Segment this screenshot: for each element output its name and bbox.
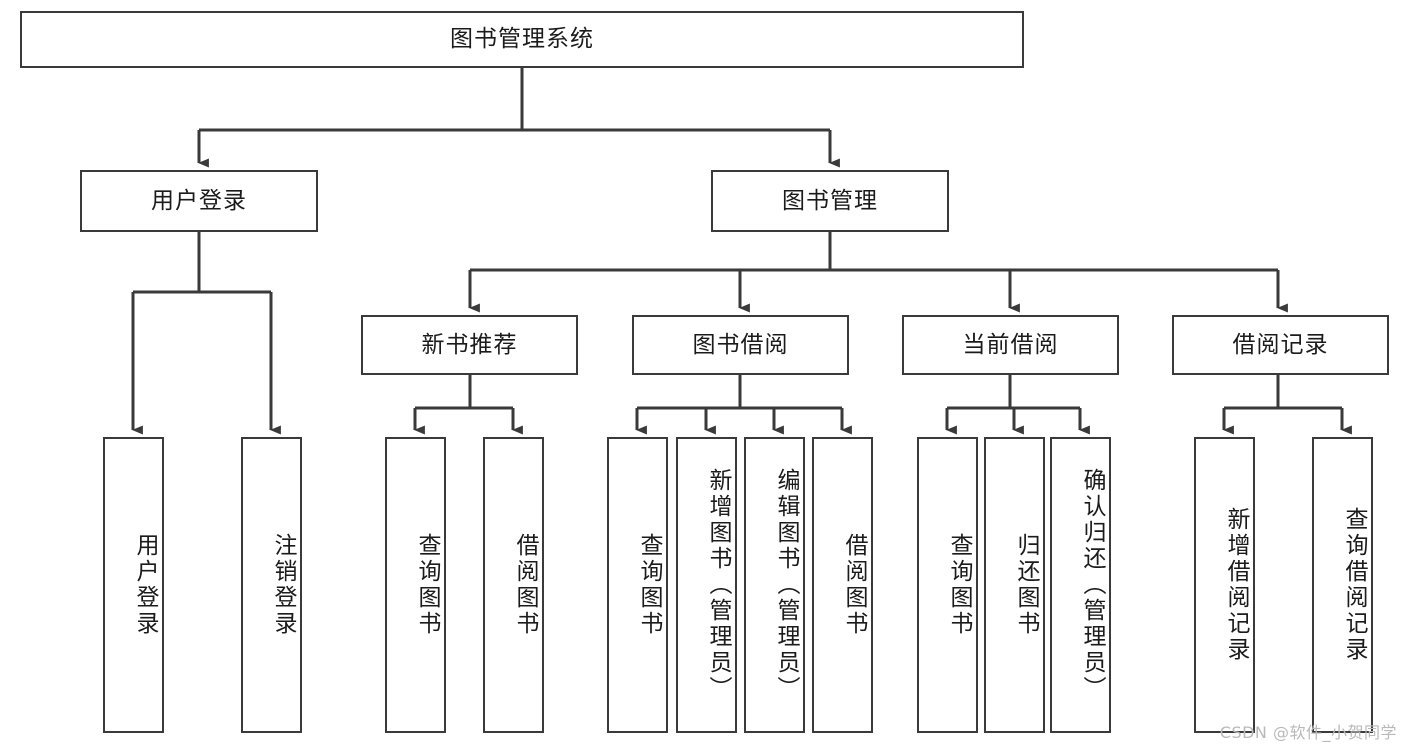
leaf-query-book-3-label: 查询图书 [946,533,972,637]
leaf-user-login[interactable]: 用户登录 [103,437,164,733]
node-root-label: 图书管理系统 [450,26,594,53]
node-book-management-label: 图书管理 [782,187,878,214]
leaf-confirm-return[interactable]: 确认归还（管理员） [1050,437,1111,733]
leaf-borrow-book-1-label: 借阅图书 [512,533,538,637]
node-book-borrow[interactable]: 图书借阅 [632,315,849,375]
leaf-edit-book[interactable]: 编辑图书（管理员） [744,437,805,733]
leaf-return-book[interactable]: 归还图书 [984,437,1045,733]
leaf-add-book[interactable]: 新增图书（管理员） [676,437,737,733]
node-book-borrow-label: 图书借阅 [692,331,789,358]
leaf-add-record[interactable]: 新增借阅记录 [1194,437,1255,733]
node-current-borrow[interactable]: 当前借阅 [902,315,1119,375]
node-user-login-label: 用户登录 [151,187,247,214]
leaf-confirm-return-label: 确认归还（管理员） [1079,468,1105,702]
node-new-book-recommend[interactable]: 新书推荐 [361,315,578,375]
leaf-query-book-3[interactable]: 查询图书 [917,437,978,733]
node-current-borrow-label: 当前借阅 [962,331,1059,358]
leaf-add-book-label: 新增图书（管理员） [705,468,731,702]
node-borrow-record[interactable]: 借阅记录 [1172,315,1389,375]
node-new-book-recommend-label: 新书推荐 [421,331,518,358]
leaf-query-record[interactable]: 查询借阅记录 [1312,437,1373,733]
leaf-logout-login[interactable]: 注销登录 [241,437,302,733]
leaf-query-book-1-label: 查询图书 [414,533,440,637]
leaf-query-book-2-label: 查询图书 [636,533,662,637]
leaf-logout-login-label: 注销登录 [270,533,296,637]
leaf-borrow-book-2[interactable]: 借阅图书 [812,437,873,733]
node-book-management[interactable]: 图书管理 [711,170,949,232]
leaf-query-record-label: 查询借阅记录 [1341,507,1367,663]
leaf-query-book-1[interactable]: 查询图书 [385,437,446,733]
leaf-add-record-label: 新增借阅记录 [1223,507,1249,663]
node-root[interactable]: 图书管理系统 [20,11,1024,68]
watermark: CSDN @软件_小贺同学 [1219,723,1397,742]
leaf-borrow-book-1[interactable]: 借阅图书 [483,437,544,733]
node-borrow-record-label: 借阅记录 [1232,331,1329,358]
node-user-login[interactable]: 用户登录 [80,170,318,232]
leaf-return-book-label: 归还图书 [1013,533,1039,637]
leaf-query-book-2[interactable]: 查询图书 [607,437,668,733]
leaf-user-login-label: 用户登录 [132,533,158,637]
leaf-edit-book-label: 编辑图书（管理员） [773,468,799,702]
leaf-borrow-book-2-label: 借阅图书 [841,533,867,637]
